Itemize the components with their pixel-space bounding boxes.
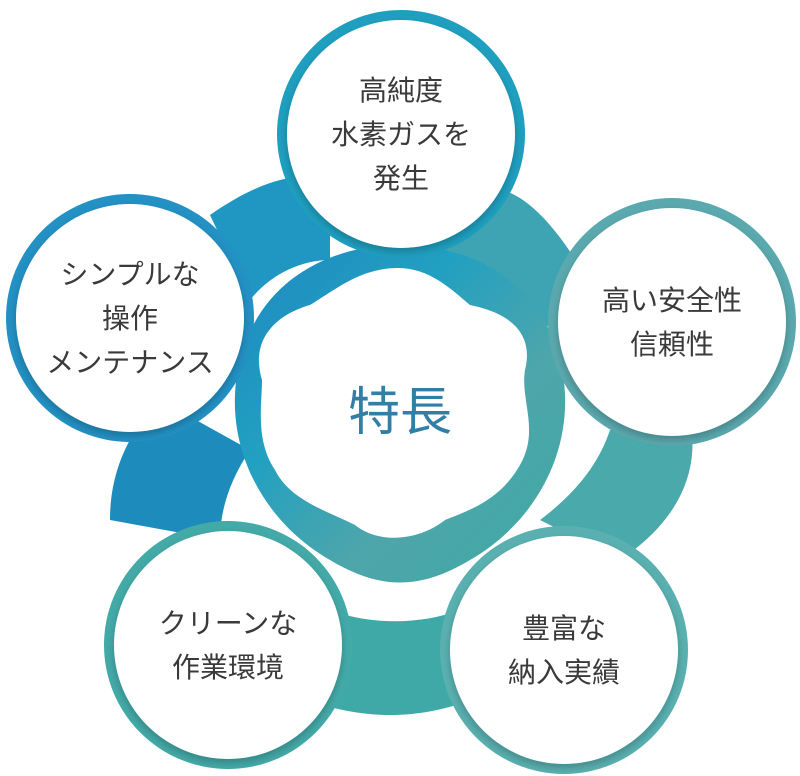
feature-label-line: 納入実績 [508,656,620,689]
feature-label-line: 高い安全性 [602,284,742,317]
feature-label-line: 豊富な [522,612,606,645]
feature-label-line: 作業環境 [172,651,284,684]
feature-label-line: 水素ガスを [331,118,471,151]
center-title: 特長 [348,383,452,443]
feature-label-line: 信頼性 [630,328,714,361]
feature-label-line: メンテナンス [46,346,213,379]
blob-connector-right-bottom [540,420,693,560]
center-shape [258,268,530,538]
feature-node-circle [450,536,678,764]
feature-node-circle [114,531,342,759]
feature-node-circle [16,204,244,432]
feature-node-circle [287,20,515,248]
feature-label-line: 操作 [102,302,158,335]
feature-label-line: 発生 [373,162,429,195]
feature-nodes: 高純度水素ガスを発生高い安全性信頼性豊富な納入実績クリーンな作業環境シンプルな操… [6,10,796,774]
feature-node-circle [558,208,786,436]
feature-label-line: シンプルな [60,258,199,291]
feature-label-line: 高純度 [359,74,443,107]
feature-label-line: クリーンな [159,607,298,640]
